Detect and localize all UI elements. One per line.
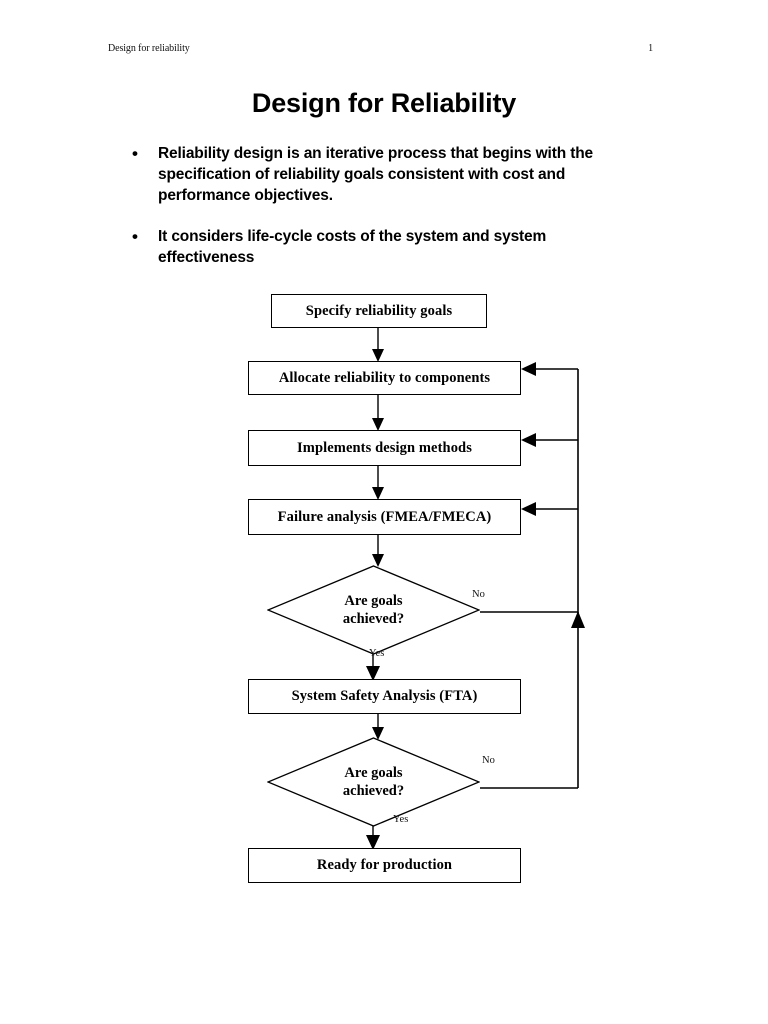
flow-node-specify-reliability-goals[interactable]: Specify reliability goals — [271, 294, 487, 328]
flow-node-label: Allocate reliability to components — [278, 369, 491, 386]
flow-node-allocate-reliability[interactable]: Allocate reliability to components — [248, 361, 521, 395]
page-number: 1 — [648, 43, 653, 54]
list-item: • It considers life-cycle costs of the s… — [130, 226, 640, 268]
header-left-text: Design for reliability — [108, 43, 190, 54]
bullet-marker-icon: • — [132, 227, 138, 246]
page-title: Design for Reliability — [251, 88, 517, 118]
flow-node-label: System Safety Analysis (FTA) — [291, 688, 478, 704]
bullet-text: Reliability design is an iterative proce… — [158, 145, 593, 204]
edge-label-decision2-no: No — [482, 755, 495, 766]
flow-node-label: Implements design methods — [297, 439, 472, 456]
flow-node-implements-design-methods[interactable]: Implements design methods — [248, 430, 521, 466]
bullet-list: • Reliability design is an iterative pro… — [130, 143, 640, 288]
flow-node-decision-goals-achieved-1[interactable]: Are goals achieved? — [267, 565, 480, 655]
flow-node-ready-for-production[interactable]: Ready for production — [248, 848, 521, 883]
flow-node-label: Specify reliability goals — [305, 302, 453, 319]
flow-node-failure-analysis[interactable]: Failure analysis (FMEA/FMECA) — [248, 499, 521, 535]
edge-label-decision2-yes: Yes — [393, 814, 409, 825]
flow-node-label: Ready for production — [316, 857, 453, 873]
flow-node-label: Failure analysis (FMEA/FMECA) — [277, 508, 492, 525]
flow-node-decision-goals-achieved-2[interactable]: Are goals achieved? — [267, 737, 480, 827]
flow-node-system-safety-analysis[interactable]: System Safety Analysis (FTA) — [248, 679, 521, 714]
diamond-shape-icon — [267, 737, 480, 827]
running-header: Design for reliability 1 — [108, 43, 653, 54]
bullet-marker-icon: • — [132, 144, 138, 163]
diamond-shape-icon — [267, 565, 480, 655]
edge-label-decision1-no: No — [472, 589, 485, 600]
edge-label-decision1-yes: Yes — [369, 648, 385, 659]
bullet-text: It considers life-cycle costs of the sys… — [158, 228, 547, 266]
list-item: • Reliability design is an iterative pro… — [130, 143, 640, 206]
